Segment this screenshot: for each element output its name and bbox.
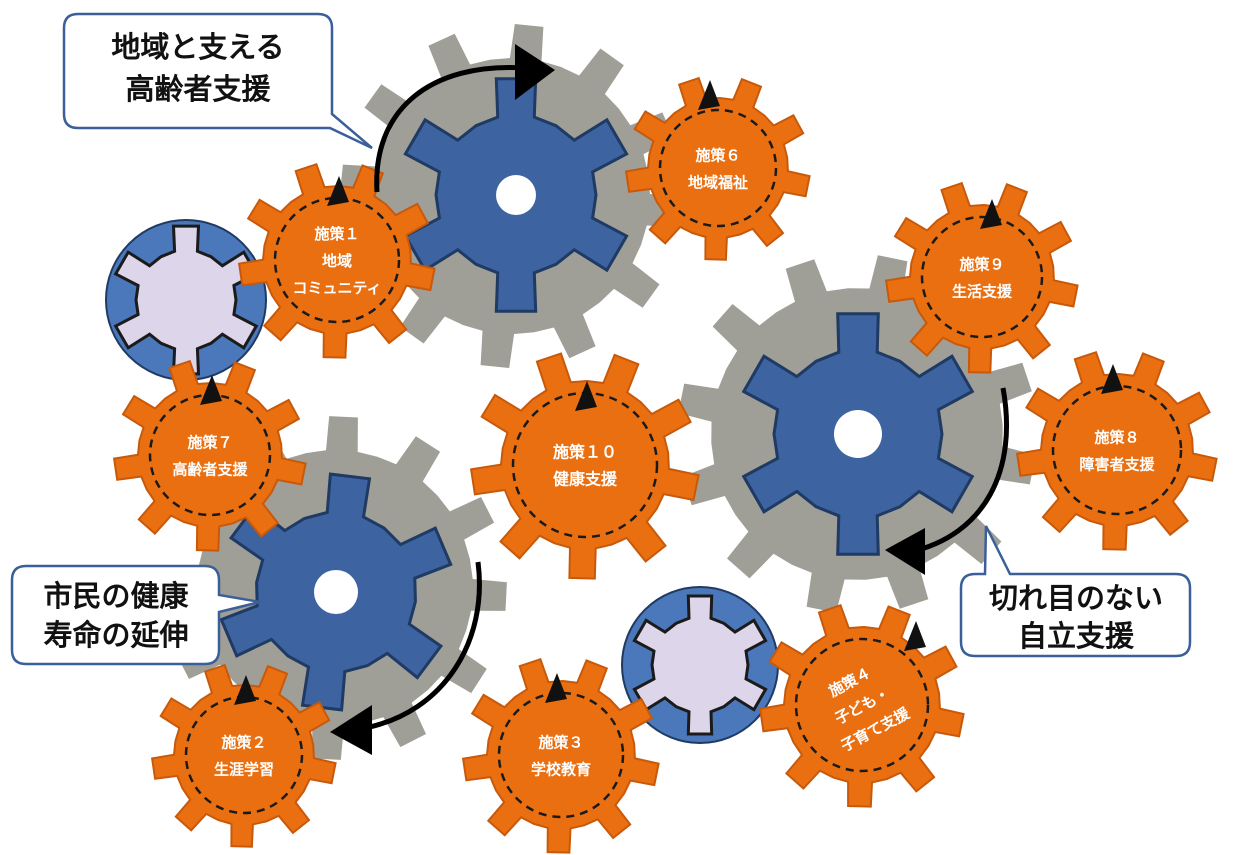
right-rotation-arrow [909, 387, 1009, 555]
gear-policy9-line2: 生活支援 [952, 283, 1013, 301]
gear-policy1-line3: コミュニティ [292, 279, 381, 297]
gear-policy10: 施策１０ 健康支援 [469, 352, 700, 580]
gear-policy10-arrow-icon [575, 381, 597, 411]
gear-policy6-line2: 地域福祉 [688, 174, 748, 192]
gear-policy1-line2: 地域 [322, 252, 352, 270]
callout-right: 切れ目のない 自立支援 [959, 525, 1192, 658]
gear-policy7-label: 施策７ 高齢者支援 [172, 434, 248, 479]
rotation-arrows [330, 44, 1009, 755]
gear-policy4-body [758, 604, 965, 808]
blue-gear-bottom-left [219, 472, 453, 712]
lavender-gear-bottom-body [632, 594, 768, 736]
gear-policy2: 施策２ 生涯学習 [150, 663, 337, 848]
top-arrowhead-icon [515, 44, 555, 100]
lavender-gear-top-left-body [113, 224, 259, 376]
gear-policy4-dashed-ring [794, 637, 930, 773]
gear-policy2-body [150, 663, 337, 848]
gear-policy9-label: 施策９ 生活支援 [952, 256, 1013, 301]
blue-gear-right [741, 312, 975, 556]
callout-left-line1: 市民の健康 [43, 579, 189, 613]
callout-left: 市民の健康 寿命の延伸 [10, 564, 261, 666]
lavender-gear-bottom [621, 586, 779, 744]
gear-policy1-body [237, 162, 436, 359]
gear-policy2-label: 施策２ 生涯学習 [214, 734, 274, 779]
callout-right-line1: 切れ目のない [989, 581, 1163, 615]
gear-policy7-line1: 施策７ [187, 434, 232, 452]
gear-policy3-line2: 学校教育 [531, 761, 591, 779]
gear-policy7-line2: 高齢者支援 [172, 461, 248, 479]
top-rotation-arrow [374, 65, 526, 193]
callout-right-line2: 自立支援 [1018, 619, 1135, 653]
gear-policy2-line1: 施策２ [221, 734, 266, 752]
gear-policy7: 施策７ 高齢者支援 [112, 359, 307, 552]
gear-policy3-label: 施策３ 学校教育 [531, 734, 591, 779]
gear-policy10-body [469, 352, 700, 580]
gear-policy9-arrow-icon [980, 199, 1002, 229]
gear-policy8-arrow-icon [1101, 364, 1123, 394]
gear-policy1-arrow-icon [327, 176, 349, 206]
gear-policy8-label: 施策８ 障害者支援 [1079, 429, 1155, 474]
blue-gear-top-hole [496, 175, 536, 215]
gear-policy6-line1: 施策６ [695, 147, 740, 165]
blue-gear-bottom-left-hole [314, 570, 358, 614]
gear-policy6-body [624, 76, 811, 261]
gear-policy1-line1: 施策１ [314, 225, 359, 243]
callout-left-line2: 寿命の延伸 [43, 618, 188, 652]
gear-policy3-body [461, 657, 660, 854]
gear-policy1-dashed-ring [273, 196, 401, 324]
bottom-arrowhead-icon [330, 705, 372, 755]
gear-policy3-arrow-icon [545, 673, 567, 703]
gear-policy9-line1: 施策９ [959, 256, 1004, 274]
gear-policy8: 施策８ 障害者支援 [1015, 350, 1218, 551]
gear-policy8-line1: 施策８ [1094, 429, 1139, 447]
gear-policy3-line1: 施策３ [538, 734, 583, 752]
gear-policy9-dashed-ring [920, 215, 1044, 339]
gear-policy9-body [884, 181, 1079, 374]
gear-policy9: 施策９ 生活支援 [884, 181, 1079, 374]
gear-policy6: 施策６ 地域福祉 [624, 76, 811, 261]
blue-gear-top [403, 77, 629, 313]
gear-policy2-line2: 生涯学習 [214, 761, 274, 779]
gear-policy2-arrow-icon [234, 675, 256, 705]
callout-top-left-line1: 地域と支える [111, 30, 284, 64]
gear-policy10-line2: 健康支援 [553, 470, 618, 489]
callout-top-left-line2: 高齢者支援 [125, 72, 271, 106]
right-arrowhead-icon [885, 528, 925, 575]
gear-policy3: 施策３ 学校教育 [461, 657, 660, 854]
blue-gear-right-hole [834, 410, 882, 458]
bottom-rotation-arrow [364, 561, 482, 731]
gear-policy7-body [112, 359, 307, 552]
gear-policy7-arrow-icon [200, 375, 222, 405]
lavender-gear-top-left [105, 219, 267, 381]
gear-policy3-dashed-ring [497, 691, 625, 819]
gear-policy10-label: 施策１０ 健康支援 [553, 443, 618, 489]
callout-top-left: 地域と支える 高齢者支援 [62, 12, 373, 150]
gear-policy6-dashed-ring [658, 108, 778, 228]
gear-policy6-label: 施策６ 地域福祉 [688, 147, 748, 192]
gear-policy6-arrow-icon [698, 80, 720, 110]
gear-policy8-body [1015, 350, 1218, 551]
gear-policy8-line2: 障害者支援 [1079, 456, 1155, 474]
gear-policy10-line1: 施策１０ [553, 443, 617, 462]
gear-policy4-arrow-icon [904, 621, 926, 651]
